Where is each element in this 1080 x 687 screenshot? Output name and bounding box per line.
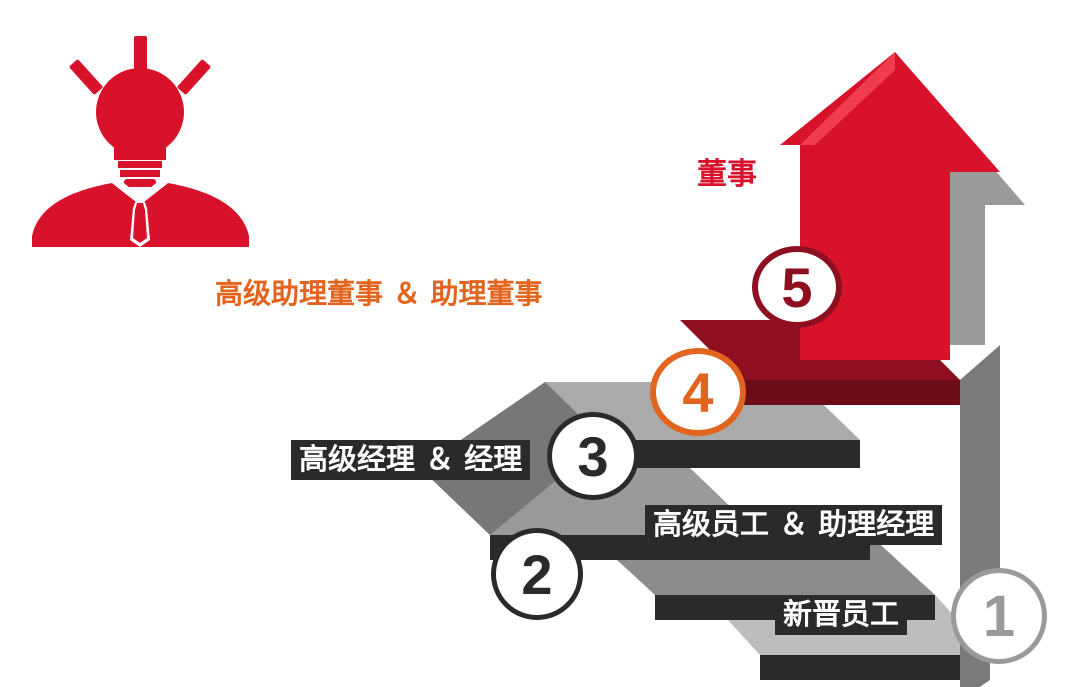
level-2-label: 高级员工 ＆ 助理经理 <box>645 505 943 545</box>
tie-icon <box>112 180 168 247</box>
level-2-number: 2 <box>521 542 553 606</box>
level-5-badge: 5 <box>752 246 842 328</box>
level-2-badge: 2 <box>491 528 583 620</box>
level-4-label: 高级助理董事 ＆ 助理董事 <box>215 277 543 310</box>
level-4-badge: 4 <box>650 348 746 436</box>
level-5-label: 董事 <box>697 157 757 192</box>
level-1-label: 新晋员工 <box>775 595 908 635</box>
level-3-label: 高级经理 ＆ 经理 <box>291 440 531 480</box>
level-5-number: 5 <box>781 255 813 319</box>
level-3-number: 3 <box>577 424 609 488</box>
level-4-number: 4 <box>682 360 714 424</box>
level-1-badge: 1 <box>951 568 1047 664</box>
level-3-badge: 3 <box>547 412 639 500</box>
level-1-number: 1 <box>982 583 1016 649</box>
